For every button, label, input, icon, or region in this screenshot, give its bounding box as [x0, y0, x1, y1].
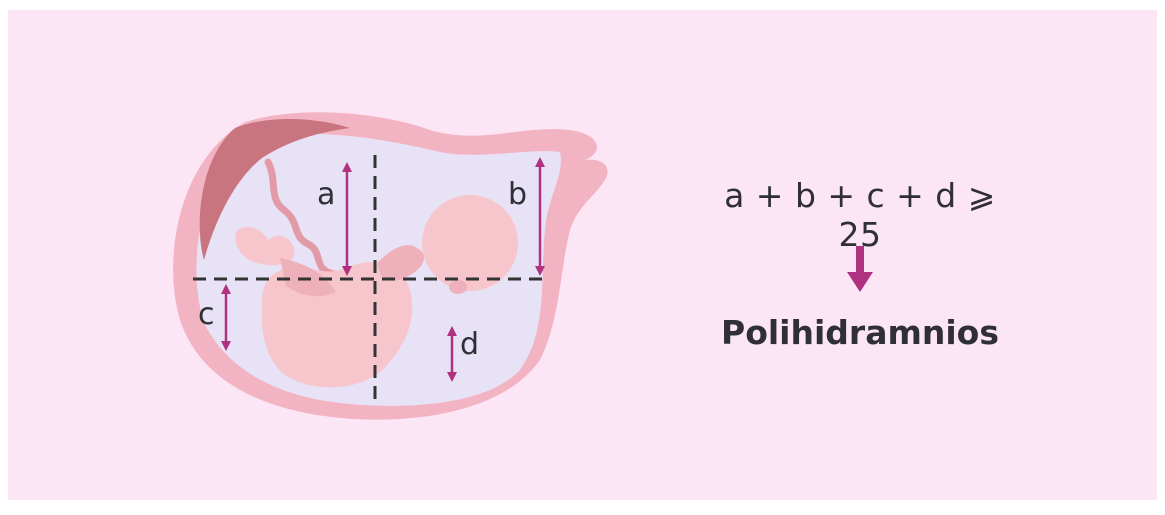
result-label: Polihidramnios	[700, 313, 1020, 352]
fetus-ear	[449, 280, 467, 294]
label-a: a	[317, 180, 335, 210]
fetus-head	[422, 195, 518, 291]
label-b: b	[508, 180, 527, 210]
label-c: c	[198, 300, 215, 330]
arrow-down-icon	[845, 246, 875, 294]
label-d: d	[460, 330, 479, 360]
amniotic-index-formula: a + b + c + d ⩾ 25	[700, 176, 1020, 254]
